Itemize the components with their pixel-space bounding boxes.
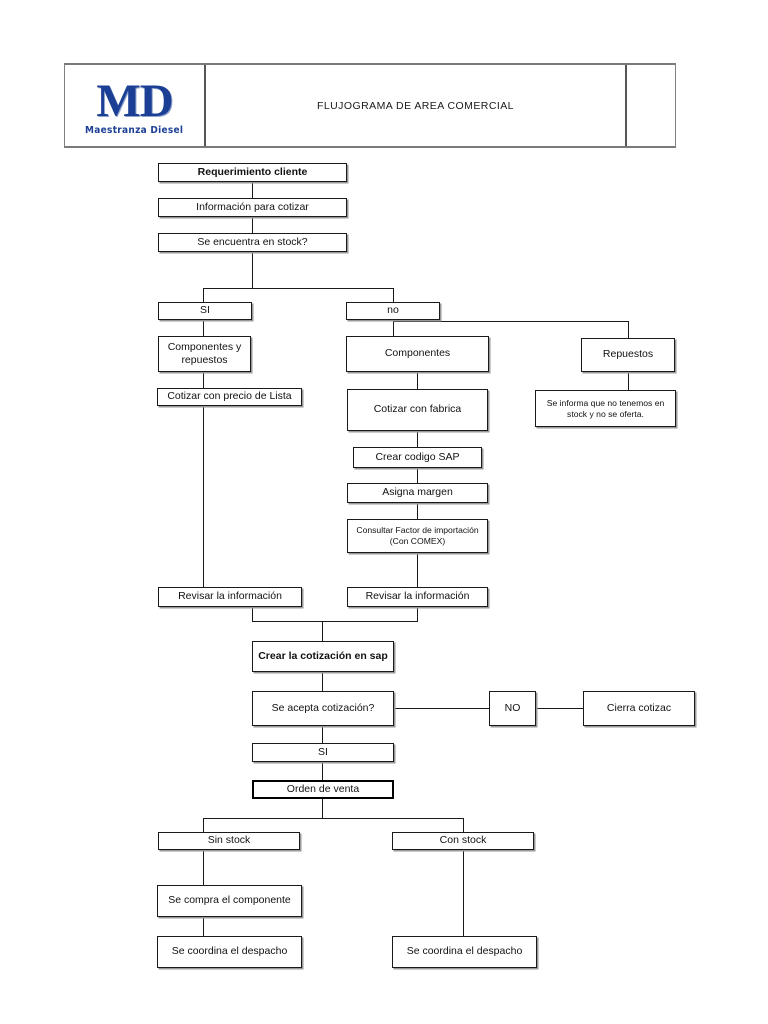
- connector-factor-to-revisar-der: [417, 553, 418, 587]
- connector-repuestos-to-informa: [628, 372, 629, 390]
- connector-sinstock-to-compra: [203, 850, 204, 885]
- node-se-informa-no-stock[interactable]: Se informa que no tenemos en stock y no …: [535, 390, 676, 427]
- node-revisar-la-informacion-derecha[interactable]: Revisar la información: [347, 587, 488, 607]
- node-cotizar-con-precio-de-lista[interactable]: Cotizar con precio de Lista: [157, 388, 302, 406]
- node-branch-no[interactable]: no: [346, 302, 440, 320]
- header-logo-cell: MD Maestranza Diesel: [65, 65, 206, 146]
- node-se-acepta-cotizacion[interactable]: Se acepta cotización?: [252, 691, 394, 726]
- connector-comprep-to-cotizar-lista: [203, 372, 204, 388]
- connector-bus-to-no: [393, 288, 394, 302]
- node-componentes[interactable]: Componentes: [346, 336, 489, 372]
- connector-revisarder-down: [417, 607, 418, 621]
- node-crear-codigo-sap[interactable]: Crear codigo SAP: [353, 447, 482, 468]
- page-title: FLUJOGRAMA DE AREA COMERCIAL: [317, 99, 514, 112]
- connector-compra-to-despacho-izq: [203, 917, 204, 936]
- node-sin-stock[interactable]: Sin stock: [158, 832, 300, 850]
- connector-si-to-orden: [322, 762, 323, 780]
- node-cierra-cotizacion[interactable]: Cierra cotizac: [583, 691, 695, 726]
- connector-componentes-to-cotizarfab: [417, 372, 418, 389]
- connector-si-to-comp-rep: [203, 320, 204, 336]
- node-cotizar-con-fabrica[interactable]: Cotizar con fabrica: [347, 389, 488, 431]
- document-header-table: MD Maestranza Diesel FLUJOGRAMA DE AREA …: [64, 63, 676, 148]
- connector-revisarizq-down: [252, 607, 253, 621]
- node-revisar-la-informacion-izquierda[interactable]: Revisar la información: [158, 587, 302, 607]
- connector-bus-to-repuestos: [628, 321, 629, 338]
- connector-stock-down: [252, 252, 253, 288]
- node-requerimiento-cliente[interactable]: Requerimiento cliente: [158, 163, 347, 182]
- connector-crearcot-to-acepta: [322, 672, 323, 691]
- logo-monogram-text: MD: [96, 75, 173, 128]
- header-empty-cell: [627, 65, 675, 146]
- node-componentes-y-repuestos[interactable]: Componentes y repuestos: [158, 336, 251, 372]
- connector-no-to-componentes: [393, 320, 394, 338]
- node-con-stock[interactable]: Con stock: [392, 832, 534, 850]
- node-orden-de-venta[interactable]: Orden de venta: [252, 780, 394, 799]
- connector-stock-split-bus: [203, 288, 393, 289]
- header-title-cell: FLUJOGRAMA DE AREA COMERCIAL: [206, 65, 627, 146]
- node-asigna-margen[interactable]: Asigna margen: [347, 483, 488, 503]
- connector-orden-split-bus: [203, 818, 463, 819]
- connector-codigosap-to-margen: [417, 468, 418, 483]
- node-decision-si[interactable]: SI: [252, 743, 394, 762]
- connector-revisar-merge-bus: [252, 621, 418, 622]
- node-branch-si[interactable]: SI: [158, 302, 252, 320]
- connector-merge-to-crearcot: [322, 621, 323, 641]
- company-logo: MD Maestranza Diesel: [83, 75, 185, 137]
- connector-constock-to-despacho-der: [463, 850, 464, 936]
- node-se-coordina-el-despacho-izquierda[interactable]: Se coordina el despacho: [157, 936, 302, 968]
- connector-bus-to-si: [203, 288, 204, 302]
- node-decision-no[interactable]: NO: [489, 691, 536, 726]
- connector-cotizarlista-to-revisar-izq: [203, 406, 204, 587]
- node-se-coordina-el-despacho-derecha[interactable]: Se coordina el despacho: [392, 936, 537, 968]
- node-consultar-factor-importacion[interactable]: Consultar Factor de importación (Con COM…: [347, 519, 488, 553]
- node-repuestos[interactable]: Repuestos: [581, 338, 675, 372]
- connector-no-to-cierra: [536, 708, 583, 709]
- connector-acepta-to-no: [394, 708, 489, 709]
- connector-orden-down: [322, 799, 323, 818]
- connector-bus-to-constock: [463, 818, 464, 832]
- connector-bus-to-sinstock: [203, 818, 204, 832]
- node-se-compra-el-componente[interactable]: Se compra el componente: [157, 885, 302, 917]
- node-informacion-para-cotizar[interactable]: Información para cotizar: [158, 198, 347, 217]
- connector-info-to-stock: [252, 217, 253, 234]
- connector-cotizarfab-to-codigosap: [417, 431, 418, 447]
- connector-acepta-to-si: [322, 726, 323, 743]
- connector-no-branch-bus: [393, 321, 629, 322]
- connector-req-to-info: [252, 182, 253, 199]
- connector-margen-to-factor: [417, 503, 418, 519]
- logo-subtitle-text: Maestranza Diesel: [85, 125, 184, 137]
- node-se-encuentra-en-stock[interactable]: Se encuentra en stock?: [158, 233, 347, 252]
- node-crear-la-cotizacion-en-sap[interactable]: Crear la cotización en sap: [252, 641, 394, 672]
